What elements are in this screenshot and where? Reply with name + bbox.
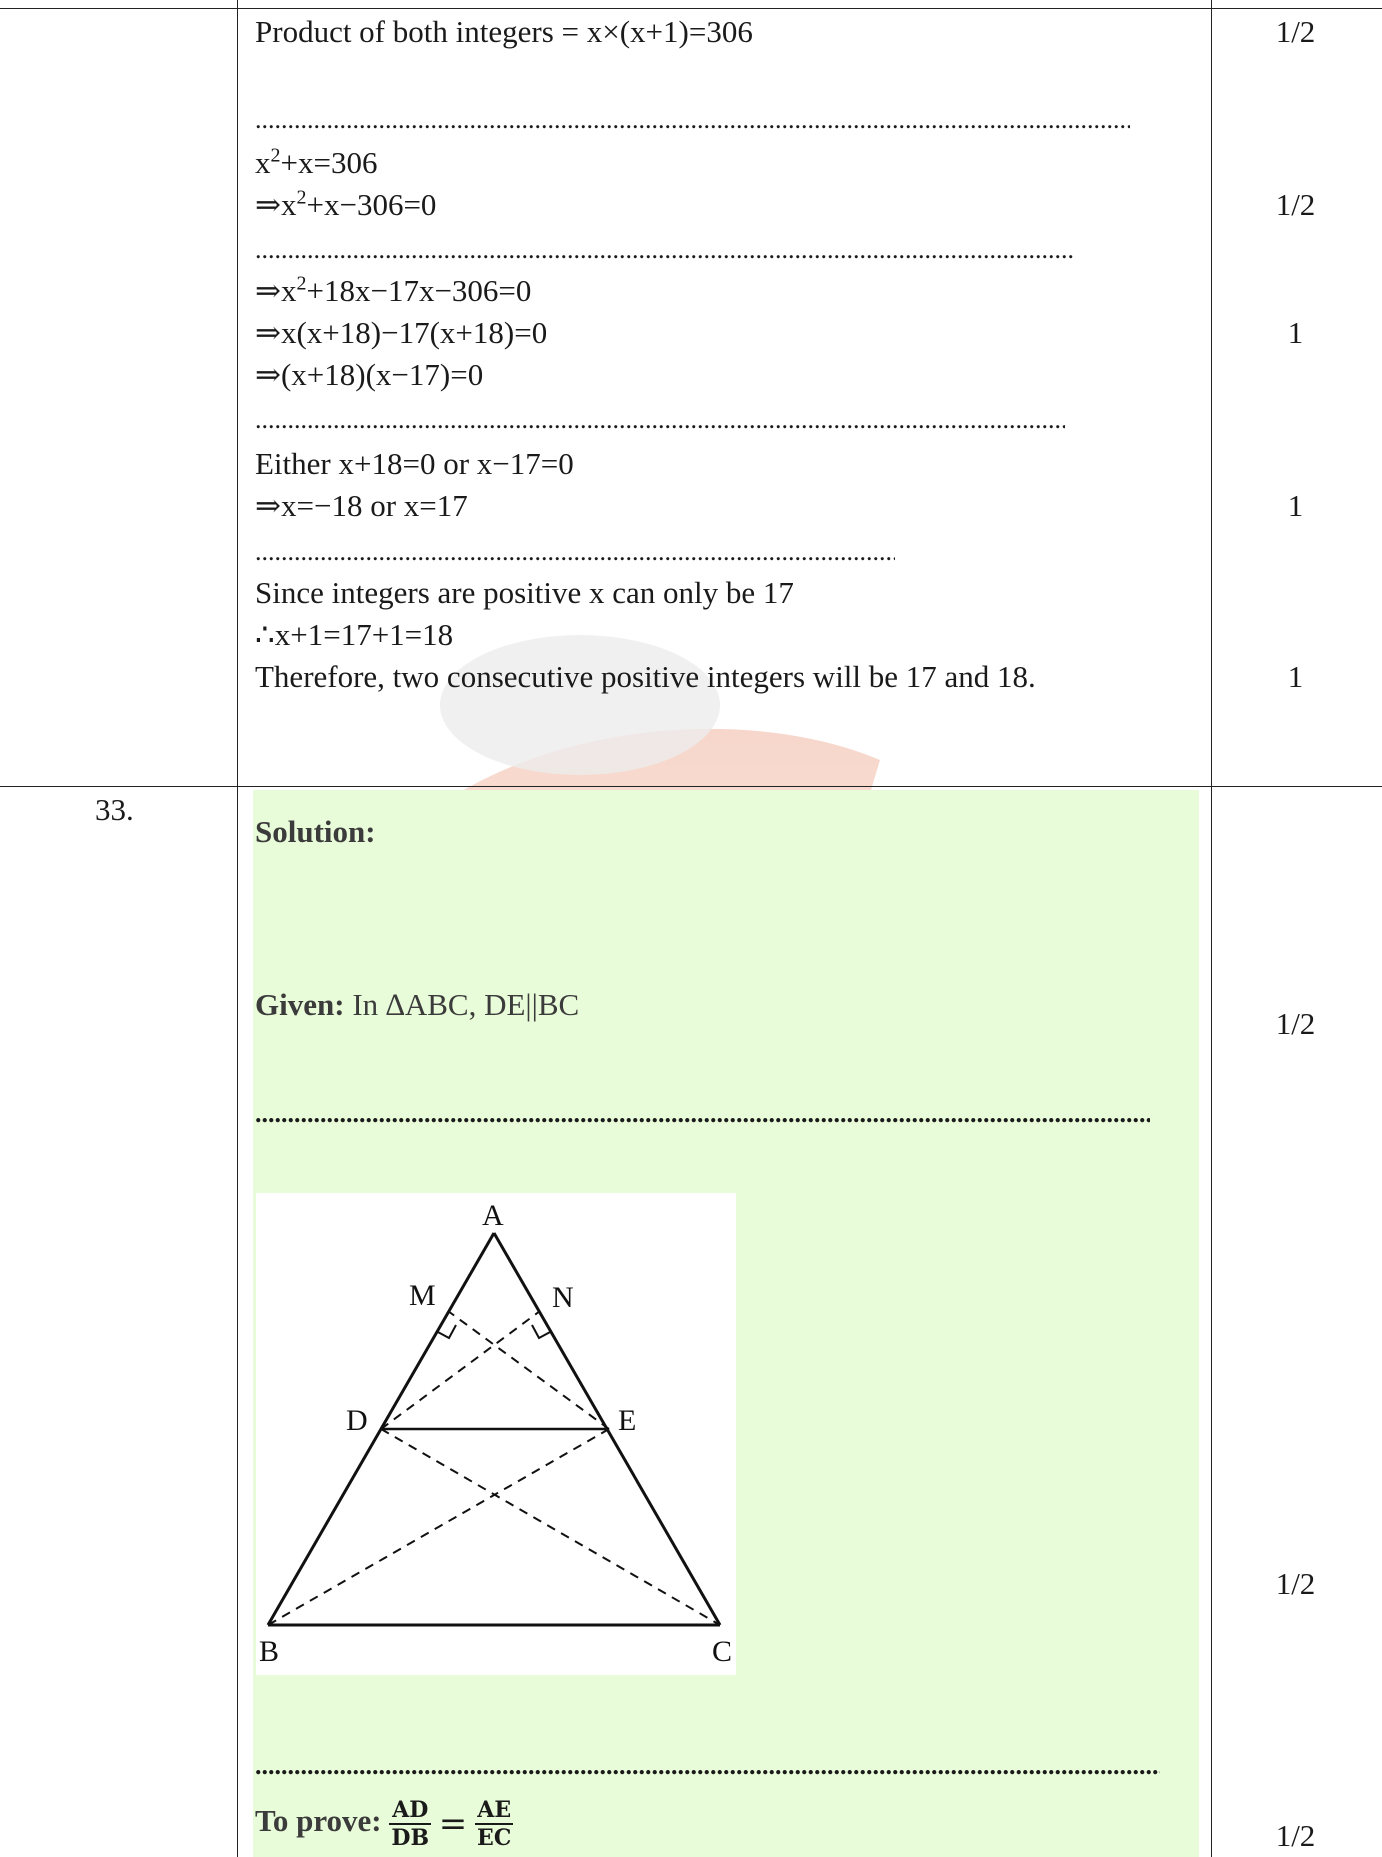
mark-2: 1/2 [1275, 187, 1316, 222]
mark-1: 1/2 [1275, 14, 1316, 49]
step-split: ⇒x2+18x−17x−306=0 [255, 272, 532, 308]
col-divider-right [1211, 0, 1212, 1857]
vertex-label-c: C [712, 1635, 732, 1668]
step-factor: ⇒(x+18)(x−17)=0 [255, 357, 484, 392]
perpendicular-dn [380, 1310, 541, 1430]
step-either: Either x+18=0 or x−17=0 [255, 446, 574, 481]
dotted-separator: ........................................… [255, 240, 1075, 260]
solution-heading: Solution: [255, 814, 376, 849]
dotted-separator: ........................................… [255, 410, 1065, 430]
step-group: ⇒x(x+18)−17(x+18)=0 [255, 315, 548, 350]
step-expand: x2+x=306 [255, 144, 378, 180]
given-statement: Given: In ∆ABC, DE||BC [255, 987, 580, 1022]
vertex-label-b: B [259, 1635, 279, 1668]
step-quadratic: ⇒x2+x−306=0 [255, 186, 437, 222]
right-angle-m [435, 1324, 457, 1340]
vertex-label-d: D [346, 1404, 368, 1437]
point-label-m: M [409, 1279, 436, 1312]
perpendicular-em [447, 1310, 610, 1430]
segment-eb [267, 1428, 610, 1626]
vertex-label-a: A [482, 1199, 504, 1232]
row-top-border [0, 8, 1382, 9]
triangle-diagram: A B C D E M N [259, 1199, 732, 1668]
step-roots: ⇒x=−18 or x=17 [255, 488, 468, 523]
dotted-separator: ........................................… [255, 542, 895, 562]
step-product: Product of both integers = x×(x+1)=306 [255, 14, 753, 49]
step-positive: Since integers are positive x can only b… [255, 575, 794, 610]
mark-4: 1 [1287, 488, 1304, 523]
triangle-figure: A B C D E M N [256, 1193, 736, 1675]
col-divider-left [237, 0, 238, 1857]
mark-5: 1 [1287, 659, 1304, 694]
dotted-separator: ........................................… [255, 110, 1130, 130]
step-conclusion: Therefore, two consecutive positive inte… [255, 659, 1036, 694]
dotted-separator: ........................................… [255, 1756, 1160, 1776]
mark-3: 1 [1287, 315, 1304, 350]
segment-dc [380, 1428, 721, 1626]
mark-to-prove: 1/2 [1275, 1818, 1316, 1853]
mark-figure: 1/2 [1275, 1566, 1316, 1601]
dotted-separator: ........................................… [255, 1104, 1150, 1124]
mark-given: 1/2 [1275, 1006, 1316, 1041]
right-angle-n [531, 1324, 553, 1340]
question-number: 33. [95, 792, 134, 827]
vertex-label-e: E [618, 1404, 636, 1437]
step-next: ∴x+1=17+1=18 [255, 617, 454, 652]
row-divider [0, 786, 1382, 787]
point-label-n: N [552, 1281, 574, 1314]
